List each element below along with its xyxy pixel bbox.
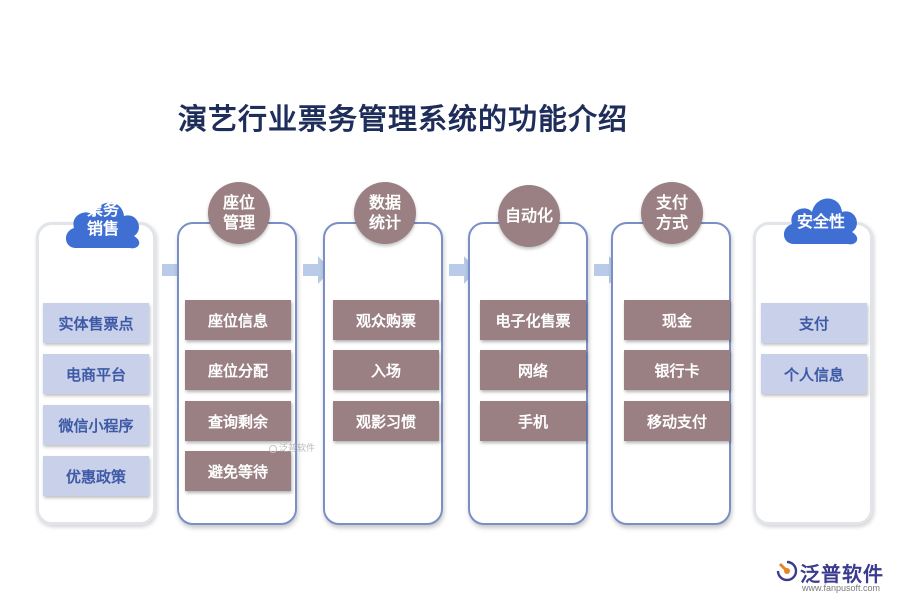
watermark-text: 泛普软件 xyxy=(279,444,316,454)
list-item: 手机 xyxy=(480,401,586,441)
list-item: 观影习惯 xyxy=(333,401,439,441)
badge-line: 统计 xyxy=(368,213,401,232)
list-item: 座位信息 xyxy=(185,300,291,340)
list-item: 银行卡 xyxy=(624,350,730,390)
list-item: 支付 xyxy=(761,303,867,343)
cloud-icon xyxy=(783,198,858,245)
list-item: 网络 xyxy=(480,350,586,390)
list-item: 现金 xyxy=(624,300,730,340)
list-item: 微信小程序 xyxy=(43,405,149,445)
page-title: 演艺行业票务管理系统的功能介绍 xyxy=(178,102,629,136)
list-item: 座位分配 xyxy=(185,350,291,390)
list-item: 个人信息 xyxy=(761,354,867,394)
badge-payment-methods: 支付方式 xyxy=(641,182,703,244)
list-item: 观众购票 xyxy=(333,300,439,340)
list-item: 移动支付 xyxy=(624,401,730,441)
badge-automation: 自动化 xyxy=(498,185,560,247)
badge-data-statistics: 数据统计 xyxy=(354,182,416,244)
badge-line: 数据 xyxy=(368,193,401,212)
list-item: 优惠政策 xyxy=(43,456,149,496)
badge-line: 票务 xyxy=(86,200,119,219)
list-item: 电子化售票 xyxy=(480,300,586,340)
badge-line: 支付 xyxy=(655,193,688,212)
cloud-badge-ticket-sales: 票务 销售 xyxy=(60,190,146,254)
logo-url: www.fanpusoft.com xyxy=(802,583,881,593)
badge-line: 方式 xyxy=(655,213,688,232)
cloud-icon xyxy=(65,202,140,249)
brand-logo: 泛普软件 www.fanpusoft.com xyxy=(776,558,894,598)
list-item: 电商平台 xyxy=(43,354,149,394)
logo-name: 泛普软件 xyxy=(800,562,884,586)
watermark: 泛普软件 xyxy=(269,441,315,454)
list-item: 实体售票点 xyxy=(43,303,149,343)
fanpu-logo-icon xyxy=(776,560,798,582)
list-item: 入场 xyxy=(333,350,439,390)
badge-seat-management: 座位管理 xyxy=(208,182,270,244)
list-item: 查询剩余 xyxy=(185,401,291,441)
badge-line: 销售 xyxy=(86,219,119,238)
badge-line: 座位 xyxy=(222,193,255,212)
cloud-badge-security: 安全性 xyxy=(776,186,866,250)
badge-line: 管理 xyxy=(222,213,255,232)
watermark-logo-icon xyxy=(269,444,277,453)
badge-line: 自动化 xyxy=(504,206,553,225)
badge-line: 安全性 xyxy=(796,212,845,231)
list-item: 避免等待 xyxy=(185,451,291,491)
